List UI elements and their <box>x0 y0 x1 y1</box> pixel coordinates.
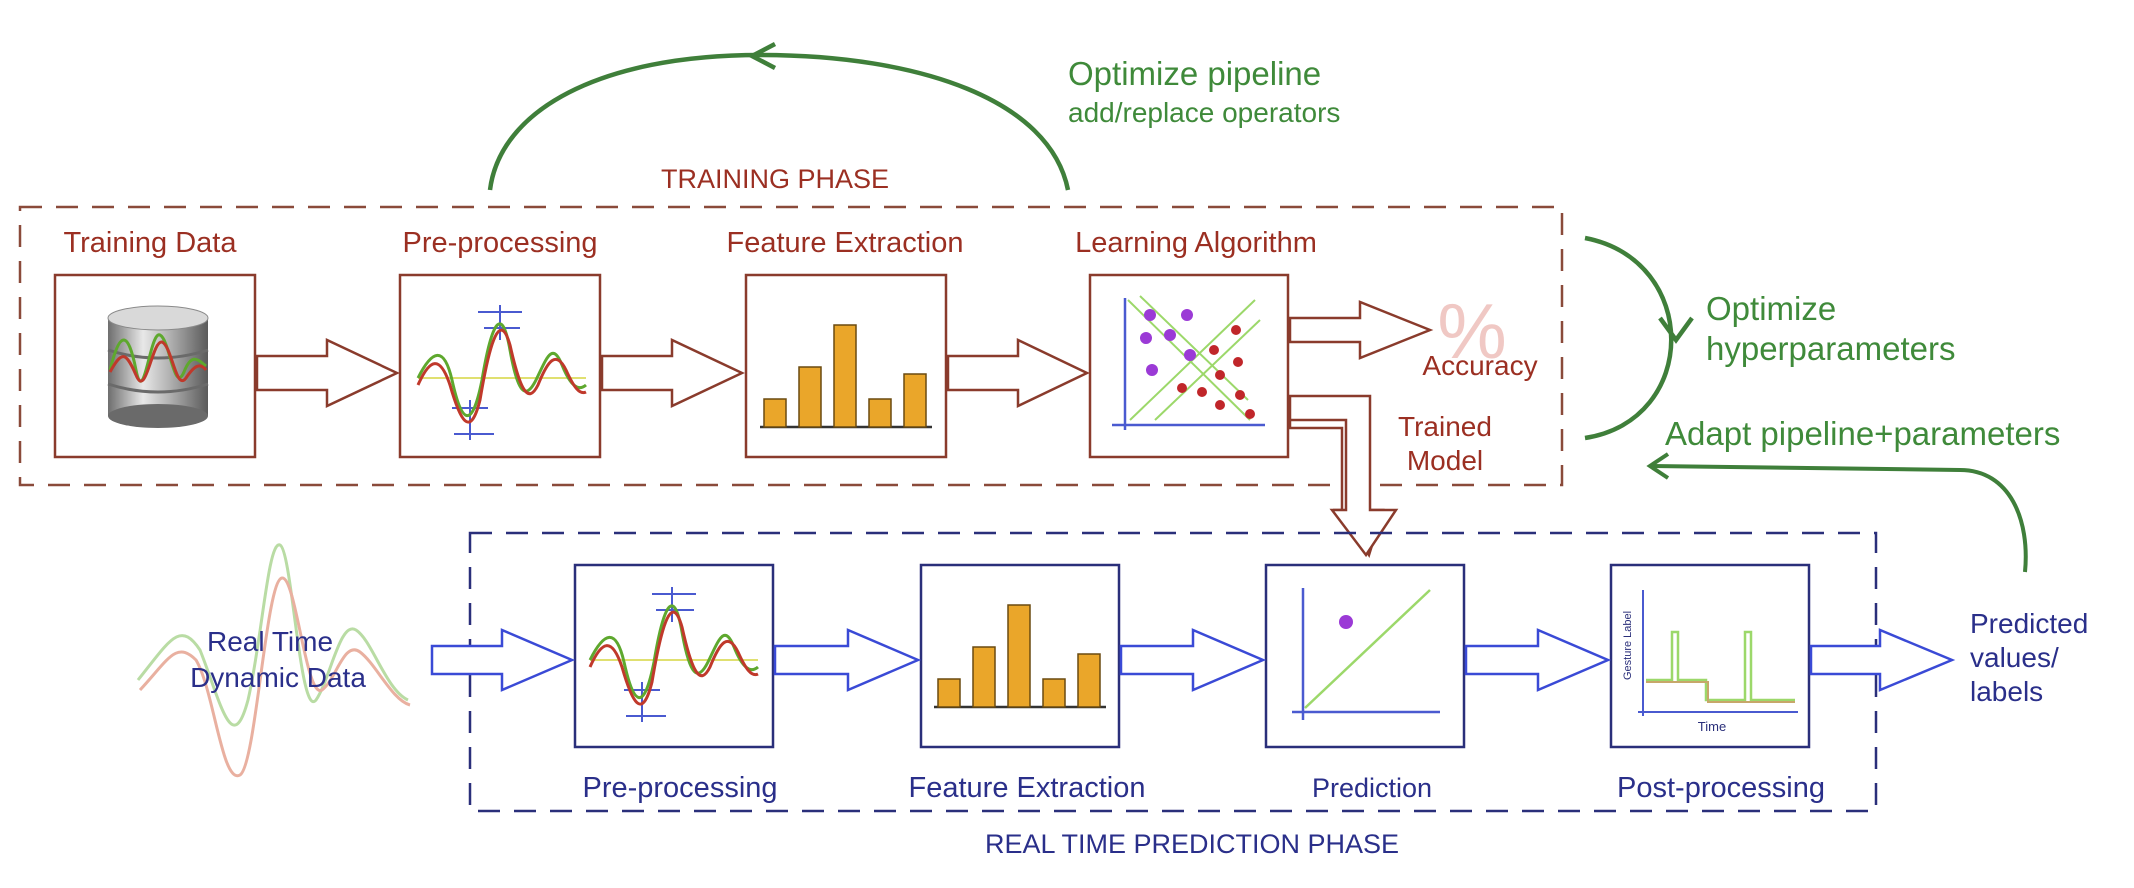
scatter-classifier-icon <box>1112 295 1265 430</box>
training-phase-border <box>18 205 1564 487</box>
stage-title-pre-processing: Pre-processing <box>402 227 597 259</box>
signal-waveform-icon <box>416 305 587 440</box>
adapt-pipeline-curve <box>1651 464 2028 573</box>
training-preprocessing-box <box>398 273 602 459</box>
post-processing-box: Gesture Label Time <box>1609 563 1811 749</box>
post-axis-x-label: Time <box>1698 719 1726 734</box>
prediction-phase: REAL TIME PREDICTION PHASE Real Time Dyn… <box>136 531 2088 859</box>
stage-title-training-data: Training Data <box>63 227 237 259</box>
prediction-phase-label: REAL TIME PREDICTION PHASE <box>985 829 1399 859</box>
optimize-hyperparameters-arrowhead <box>1658 316 1694 344</box>
arrow-learning-to-accuracy <box>1288 300 1434 360</box>
prediction-plot-icon <box>1292 588 1440 720</box>
prediction-phase-border <box>468 531 1878 813</box>
arrow-preprocessing-to-features <box>773 628 922 692</box>
step-plot-icon <box>1638 590 1798 716</box>
arrow-input-to-preprocessing <box>430 628 576 692</box>
optimize-pipeline-arc <box>487 52 1071 191</box>
stage-title-learning-algorithm: Learning Algorithm <box>1075 227 1317 259</box>
arrow-trained-model-down <box>1288 394 1399 558</box>
arrow-features-to-prediction <box>1119 628 1267 692</box>
optimize-pipeline-label: Optimize pipeline <box>1068 55 1321 92</box>
stage-title-rt-pre-processing: Pre-processing <box>582 772 777 804</box>
optimize-hyperparameters-arc <box>1584 235 1674 441</box>
training-data-box <box>53 273 257 459</box>
arrow-prediction-to-postprocessing <box>1464 628 1612 692</box>
bar-chart-icon <box>934 604 1106 709</box>
signal-waveform-icon <box>588 587 759 722</box>
optimize-pipeline-arrowhead <box>747 42 777 70</box>
output-label-line3: labels <box>1970 676 2043 707</box>
stage-title-prediction: Prediction <box>1312 773 1432 803</box>
prediction-flow-arrows <box>430 628 1956 692</box>
rt-preprocessing-box <box>573 563 775 749</box>
optimize-hyperparameters-line1: Optimize <box>1706 290 1836 327</box>
accuracy-label: Accuracy <box>1422 350 1537 381</box>
training-feature-extraction-box <box>744 273 948 459</box>
prediction-box <box>1264 563 1466 749</box>
input-label-line1: Real Time <box>207 626 333 657</box>
stage-title-rt-feature-extraction: Feature Extraction <box>909 772 1146 804</box>
arrow-postprocessing-to-output <box>1809 628 1956 692</box>
training-phase: TRAINING PHASE Training Data Pre-process… <box>18 164 1564 558</box>
rt-feature-extraction-box <box>919 563 1121 749</box>
real-time-signal-icon <box>136 543 411 778</box>
bar-chart-icon <box>760 324 932 429</box>
input-label-line2: Dynamic Data <box>190 662 366 693</box>
output-label-line2: values/ <box>1970 642 2059 673</box>
post-axis-y-label: Gesture Label <box>1622 611 1634 680</box>
optimize-hyperparameters-line2: hyperparameters <box>1706 330 1955 367</box>
adapt-pipeline-arrowhead <box>1646 452 1670 480</box>
training-phase-label: TRAINING PHASE <box>661 164 889 194</box>
arrow-data-to-preprocessing <box>255 338 400 408</box>
arrow-features-to-learning <box>946 338 1090 408</box>
stage-title-feature-extraction: Feature Extraction <box>727 227 964 259</box>
arrow-preprocessing-to-features <box>600 338 745 408</box>
trained-model-line1: Trained <box>1398 411 1492 442</box>
learning-algorithm-box <box>1088 273 1290 459</box>
accuracy-symbol: % <box>1437 287 1506 375</box>
feedback-loops: Optimize pipeline add/replace operators … <box>487 42 2060 573</box>
adapt-pipeline-label: Adapt pipeline+parameters <box>1665 415 2060 452</box>
add-replace-operators-label: add/replace operators <box>1068 97 1340 128</box>
trained-model-line2: Model <box>1407 445 1483 476</box>
output-label-line1: Predicted <box>1970 608 2088 639</box>
stage-title-post-processing: Post-processing <box>1617 772 1825 804</box>
database-icon <box>107 305 209 428</box>
